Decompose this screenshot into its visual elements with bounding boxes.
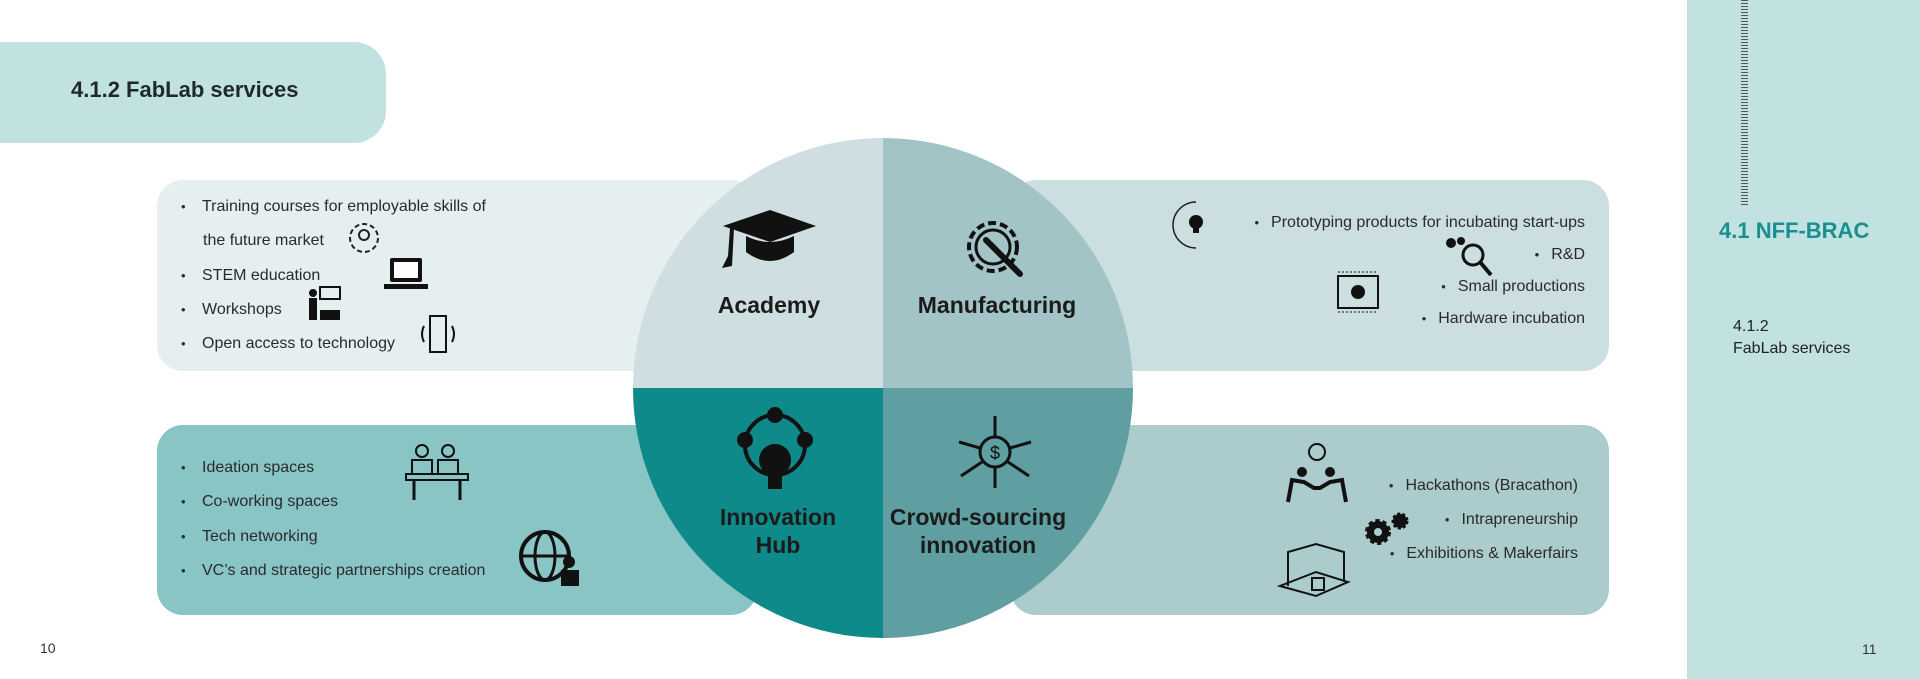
label-line: Hub xyxy=(755,532,801,558)
list-item: •Hackathons (Bracathon) xyxy=(1388,477,1578,494)
list-item: •Exhibitions & Makerfairs xyxy=(1389,545,1578,562)
list-item: Ideation spaces xyxy=(181,459,314,477)
list-item: •Small productions xyxy=(1441,278,1585,295)
list-item: Training courses for employable skills o… xyxy=(181,198,486,216)
list-item: Co-working spaces xyxy=(181,493,338,511)
page-title: 4.1.2 FabLab services xyxy=(71,77,299,102)
list-item: Tech networking xyxy=(181,528,318,546)
lightbulb-network-icon xyxy=(737,407,813,489)
quadrant-label-manufacturing: Manufacturing xyxy=(917,292,1077,318)
list-item: •Hardware incubation xyxy=(1421,310,1585,327)
sidebar-subsection-number[interactable]: 4.1.2 xyxy=(1733,318,1769,335)
list-item: •R&D xyxy=(1534,246,1585,263)
list-item: VC’s and strategic partnerships creation xyxy=(181,562,485,580)
hackathon-meeting-icon xyxy=(1286,443,1348,503)
sidebar-divider xyxy=(1741,0,1748,205)
label-line: Innovation xyxy=(719,504,837,530)
quadrant-crowdsourcing xyxy=(883,388,1133,638)
coworking-desk-icon xyxy=(405,444,469,500)
page-number-right: 11 xyxy=(1862,641,1877,657)
crowdfunding-dollar-icon: $ xyxy=(958,416,1032,488)
list-item: Workshops xyxy=(181,301,282,319)
gear-person-icon xyxy=(349,223,379,253)
sidebar xyxy=(1687,0,1920,679)
lightbulb-idea-icon xyxy=(1172,201,1203,249)
production-cycle-icon xyxy=(1337,271,1379,313)
list-item: •Prototyping products for incubating sta… xyxy=(1254,214,1585,231)
list-item: •Intrapreneurship xyxy=(1444,511,1578,528)
quadrant-innovation-hub xyxy=(633,388,883,638)
quadrant-label-academy: Academy xyxy=(717,292,821,318)
list-item-continued: the future market xyxy=(203,232,324,249)
exhibition-booth-icon xyxy=(1276,542,1351,598)
services-circle xyxy=(633,138,1133,638)
svg-text:$: $ xyxy=(990,443,1000,463)
sidebar-subsection-title[interactable]: FabLab services xyxy=(1733,340,1851,357)
list-item: Open access to technology xyxy=(181,335,395,353)
teacher-presentation-icon xyxy=(309,286,341,320)
page-number-left: 10 xyxy=(40,640,56,656)
label-line: Crowd-sourcing xyxy=(889,504,1067,530)
gear-wrench-icon xyxy=(967,221,1023,277)
globe-person-icon xyxy=(519,530,579,586)
list-item: STEM education xyxy=(181,267,320,285)
section-header-pill xyxy=(0,42,386,143)
open-door-icon xyxy=(421,315,455,353)
graduation-cap-icon xyxy=(722,210,816,268)
gears-icon xyxy=(1365,512,1409,545)
label-line: innovation xyxy=(919,532,1037,558)
quadrant-academy xyxy=(633,138,883,388)
laptop-icon xyxy=(384,258,428,289)
sidebar-section-title[interactable]: 4.1 NFF-BRAC xyxy=(1719,218,1870,243)
gears-magnifier-icon xyxy=(1446,237,1493,277)
